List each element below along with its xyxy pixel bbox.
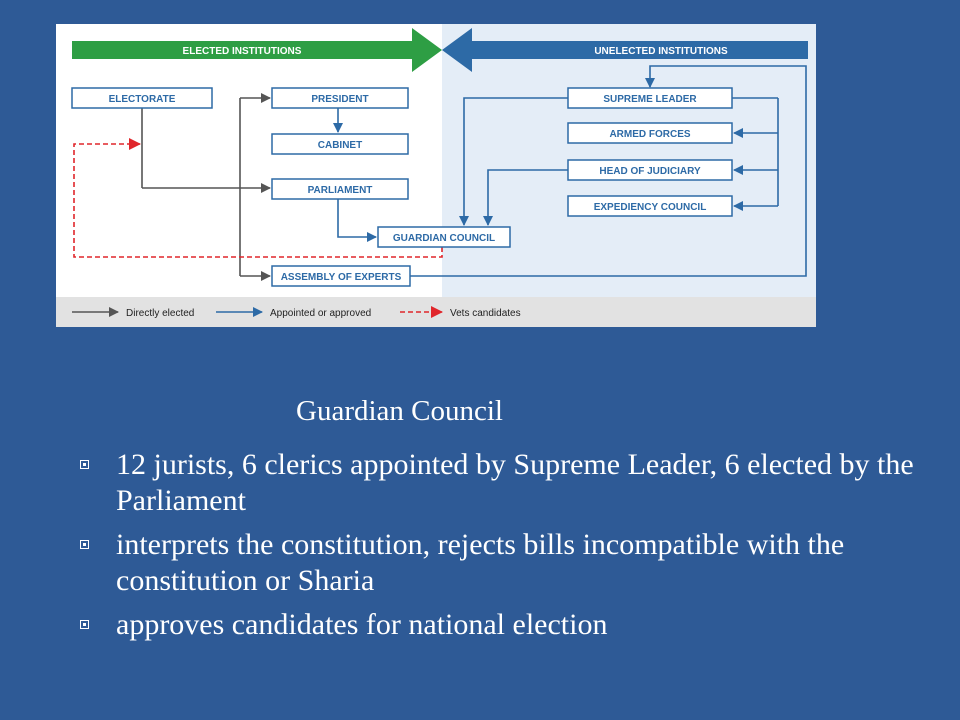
square-bullet-icon: [80, 460, 89, 469]
diagram-canvas: ELECTED INSTITUTIONS UNELECTED INSTITUTI…: [56, 24, 816, 327]
head-of-judiciary-label: HEAD OF JUDICIARY: [599, 166, 701, 177]
bullet-item: interprets the constitution, rejects bil…: [72, 527, 932, 599]
parliament-label: PARLIAMENT: [308, 185, 373, 196]
electorate-label: ELECTORATE: [109, 94, 176, 105]
cabinet-box: CABINET: [271, 133, 409, 155]
unelected-header-label: UNELECTED INSTITUTIONS: [594, 46, 728, 57]
arrow-parliament-to-guardian-council: [337, 199, 377, 242]
slide-title: Guardian Council: [296, 395, 503, 427]
president-label: PRESIDENT: [311, 94, 368, 105]
parliament-box: PARLIAMENT: [271, 178, 409, 200]
supreme-leader-box: SUPREME LEADER: [567, 87, 733, 109]
president-box: PRESIDENT: [271, 87, 409, 109]
elected-header-arrow: [72, 28, 442, 72]
elected-header-label: ELECTED INSTITUTIONS: [183, 46, 302, 57]
square-bullet-icon: [80, 620, 89, 629]
expediency-council-label: EXPEDIENCY COUNCIL: [594, 202, 707, 213]
legend-directly-elected: Directly elected: [126, 308, 194, 319]
bullet-text: approves candidates for national electio…: [116, 608, 608, 641]
unelected-header-arrow: [442, 28, 808, 72]
arrow-judiciary-to-guardian-council: [483, 169, 568, 226]
assembly-of-experts-label: ASSEMBLY OF EXPERTS: [281, 272, 402, 283]
bullet-item: 12 jurists, 6 clerics appointed by Supre…: [72, 447, 932, 519]
bullet-list: 12 jurists, 6 clerics appointed by Supre…: [72, 447, 932, 651]
cabinet-label: CABINET: [318, 140, 362, 151]
armed-forces-label: ARMED FORCES: [609, 129, 690, 140]
square-bullet-icon: [80, 540, 89, 549]
institutions-diagram: ELECTED INSTITUTIONS UNELECTED INSTITUTI…: [56, 24, 816, 327]
bullet-item: approves candidates for national electio…: [72, 607, 932, 643]
expediency-council-box: EXPEDIENCY COUNCIL: [567, 195, 733, 217]
legend-vets-candidates: Vets candidates: [450, 308, 521, 319]
head-of-judiciary-box: HEAD OF JUDICIARY: [567, 159, 733, 181]
guardian-council-label: GUARDIAN COUNCIL: [393, 233, 495, 244]
armed-forces-box: ARMED FORCES: [567, 122, 733, 144]
electorate-box: ELECTORATE: [71, 87, 213, 109]
supreme-leader-label: SUPREME LEADER: [603, 94, 697, 105]
assembly-of-experts-box: ASSEMBLY OF EXPERTS: [271, 265, 411, 287]
guardian-council-box: GUARDIAN COUNCIL: [377, 226, 511, 248]
arrow-assembly-to-supreme-leader: [410, 65, 807, 277]
arrow-guardian-council-vets-candidates: [73, 138, 443, 258]
legend-appointed-or-approved: Appointed or approved: [270, 308, 371, 319]
arrow-supreme-leader-to-guardian-council: [459, 97, 568, 226]
bullet-text: interprets the constitution, rejects bil…: [116, 528, 845, 597]
bullet-text: 12 jurists, 6 clerics appointed by Supre…: [116, 448, 914, 517]
